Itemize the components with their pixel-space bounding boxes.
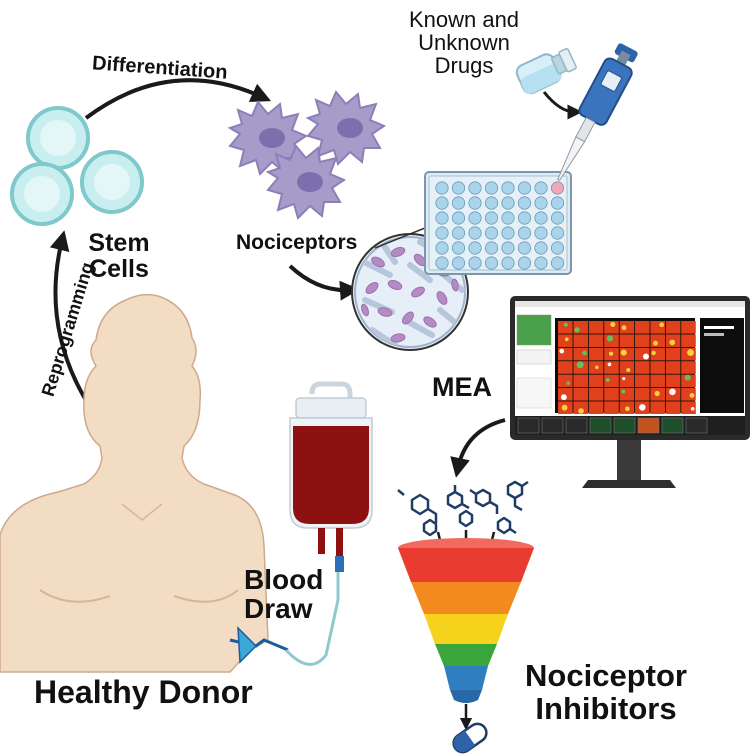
vial-to-pipette-arrow [542,91,583,120]
blood-draw-line1: Blood [244,564,324,595]
blood-draw-label: Blood Draw [244,565,334,624]
blood-draw-line2: Draw [244,593,313,625]
inhibitors-line1: Nociceptor [525,658,687,693]
reprogramming-arrow [49,230,94,412]
healthy-donor-figure [0,293,269,673]
screening-funnel-icon [398,538,534,703]
stem-cells-label: Stem Cells [74,230,164,283]
nociceptors-label: Nociceptors [236,231,358,254]
stem-cells-icon [10,106,144,226]
healthy-donor-label: Healthy Donor [34,674,253,710]
mea-monitor-icon [510,296,750,488]
pill-icon [452,722,488,754]
stem-cells-line2: Cells [89,255,149,284]
drugs-line3: Drugs [434,53,494,79]
pipette-icon [557,43,638,182]
well-plate-icon [424,171,572,275]
iv-needle-icon [229,626,289,664]
inhibitors-line2: Inhibitors [535,690,677,726]
drug-vial-icon [515,48,577,95]
stem-cells-line1: Stem [88,229,150,257]
nociceptor-to-dish-arrow [288,264,360,301]
nociceptor-inhibitors-label: Nociceptor Inhibitors [506,658,706,726]
mea-to-funnel-arrow [450,418,506,478]
blood-tubing [284,570,340,666]
mea-label: MEA [432,372,492,402]
nociceptor-neurons-icon [227,90,387,220]
drugs-line2: Unknown [418,30,510,56]
drugs-label: Known and Unknown Drugs [384,8,544,77]
molecules-icon [397,480,529,537]
differentiation-arrow [84,78,272,120]
drugs-line1: Known and [408,7,520,32]
blood-bag-icon [289,381,373,572]
